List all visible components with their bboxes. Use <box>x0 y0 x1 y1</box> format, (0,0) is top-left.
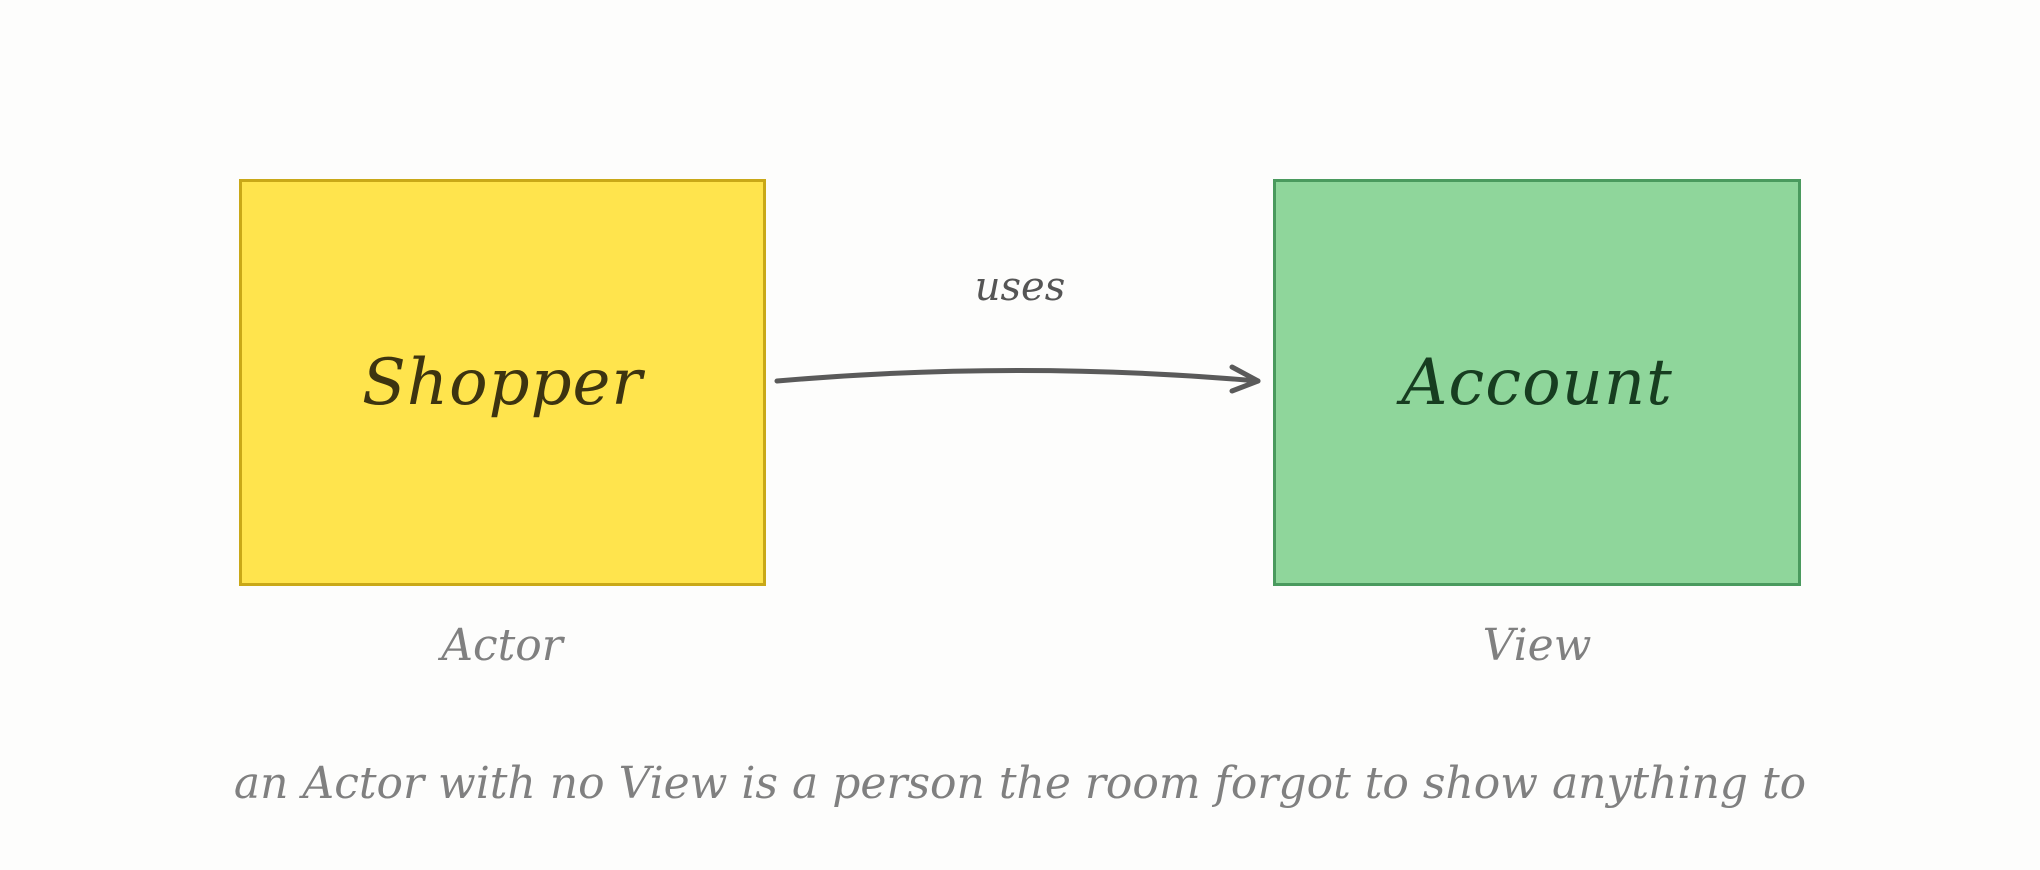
diagram-caption: an Actor with no View is a person the ro… <box>233 758 1807 809</box>
view-box-label: Account <box>1401 345 1673 420</box>
actor-box-label: Shopper <box>362 345 643 420</box>
arrowhead-icon <box>1229 364 1261 394</box>
actor-box[interactable]: Shopper <box>239 179 766 586</box>
view-box[interactable]: Account <box>1273 179 1801 586</box>
actor-type-label: Actor <box>441 620 563 671</box>
view-type-label: View <box>1482 620 1592 671</box>
edge-label: uses <box>974 264 1066 310</box>
connector-line <box>774 368 1261 384</box>
